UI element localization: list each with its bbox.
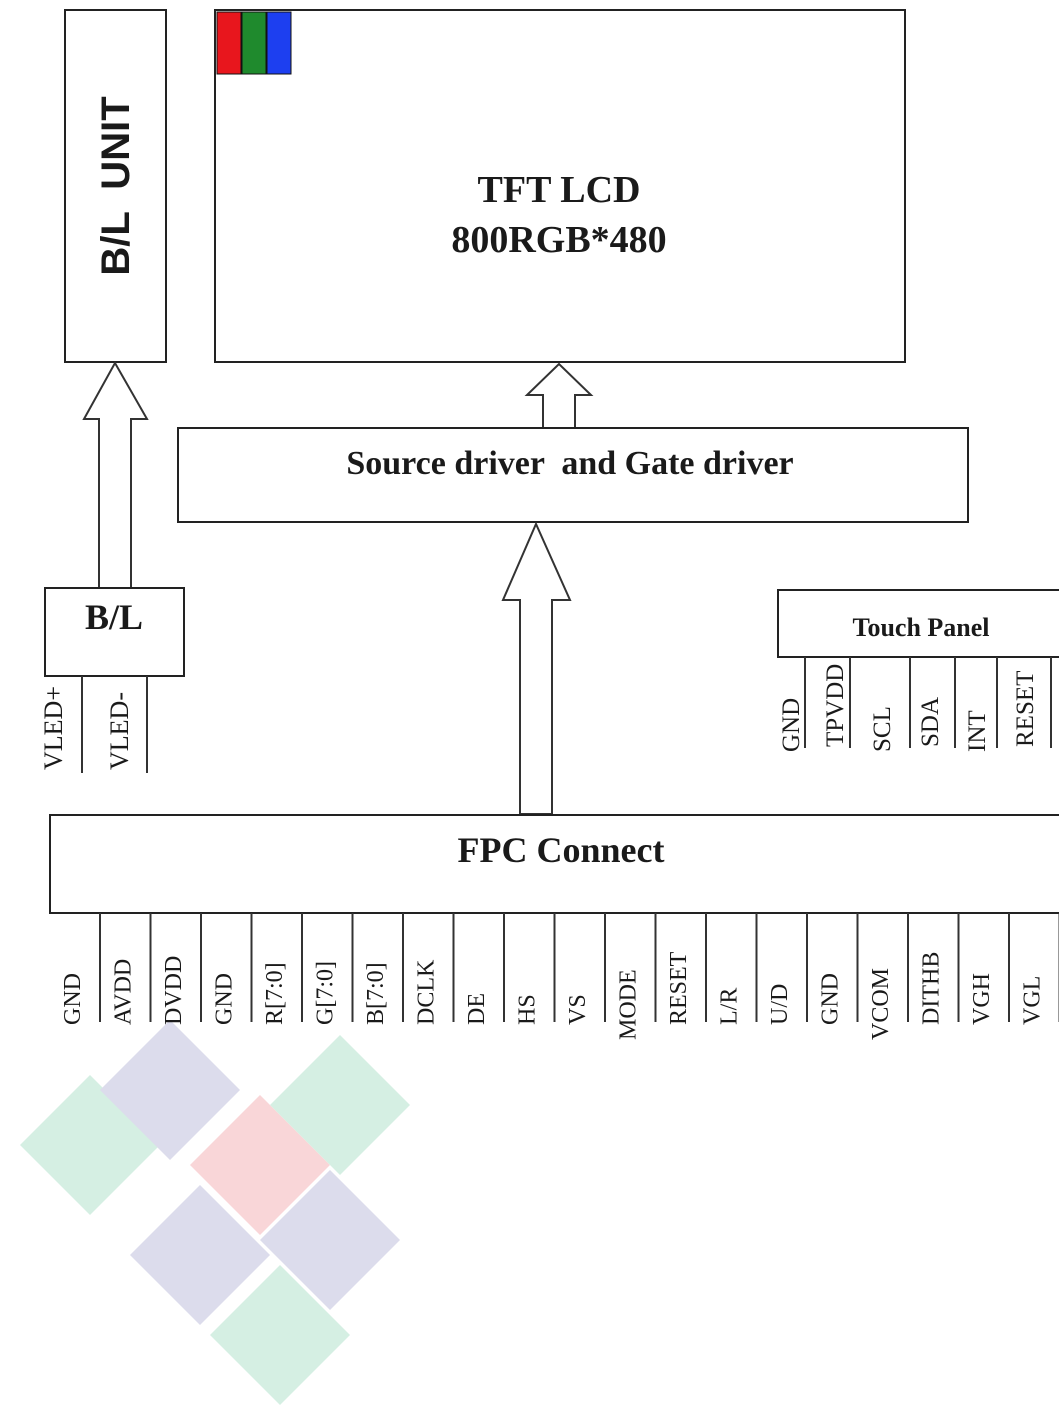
fpc-pin-label: DE [464,993,490,1025]
fpc-pin-label: RESET [666,951,692,1025]
watermark-tile [130,1185,270,1325]
red-subpixel [216,11,242,75]
fpc-pin-label: B[7:0] [363,962,389,1025]
lcd-resolution: 800RGB*480 [451,219,666,261]
rgb-subpixels [216,11,292,75]
fpc-pin-label: VCOM [868,968,894,1040]
touch-panel-box [777,589,1059,658]
tft-lcd-box [214,9,906,363]
driver-to-lcd-arrow [524,362,594,429]
driver-label: Source driver and Gate driver [346,445,793,482]
backlight-box [44,587,185,677]
fpc-pin-label: GND [60,973,86,1025]
fpc-pin-label: AVDD [111,959,137,1025]
fpc-pin-label: VS [565,994,591,1025]
fpc-pin-label: U/D [767,984,793,1025]
fpc-pin-label: GND [212,973,238,1025]
touch-panel-pin-label: INT [964,710,991,752]
touch-panel-pin-label: RESET [1012,671,1039,747]
touch-panel-pin-label: GND [778,698,805,752]
backlight-to-unit-arrow [82,360,149,589]
fpc-pin-label: GND [818,973,844,1025]
watermark-tile [210,1265,350,1405]
backlight-label: B/L [85,597,143,637]
fpc-pin-label: VGL [1020,976,1046,1025]
watermark-tile [100,1020,240,1160]
fpc-label: FPC Connect [458,830,665,870]
fpc-pin-label: MODE [616,969,642,1040]
fpc-to-driver-arrow [501,521,572,815]
touch-panel-pins: GND TPVDD SCL SDA INT RESET [778,657,1052,752]
fpc-pin-label: DCLK [414,959,440,1025]
watermark-tile [260,1170,400,1310]
touch-panel-pin-label: SCL [869,706,896,752]
backlight-unit-box [64,9,167,363]
backlight-pin-label: VLED+ [39,686,68,770]
driver-box [177,427,969,523]
fpc-pin-label: HS [515,994,541,1025]
lcd-title: TFT LCD [478,169,641,211]
backlight-unit-label: B/L UNIT [94,96,138,275]
green-subpixel [241,11,267,75]
blue-subpixel [266,11,292,75]
fpc-pins: GND AVDD DVDD GND R[7:0] G[7:0] B[7:0] DCLK DE HS… [60,913,1059,1040]
touch-panel-pin-label: SDA [917,697,944,747]
fpc-pin-label: L/R [717,988,743,1025]
fpc-pin-label: DITHB [919,952,945,1025]
backlight-pin-label: VLED- [105,692,134,770]
watermark-tile [270,1035,410,1175]
backlight-pins: VLED+ VLED- [39,686,134,770]
touch-panel-pin-label: TPVDD [822,664,849,747]
touch-panel-label: Touch Panel [852,613,989,642]
watermark-logo [20,1020,410,1405]
fpc-pin-label: VGH [969,973,995,1025]
fpc-pin-label: G[7:0] [313,961,339,1025]
fpc-pin-label: DVDD [161,956,187,1025]
fpc-pin-label: R[7:0] [262,962,288,1025]
